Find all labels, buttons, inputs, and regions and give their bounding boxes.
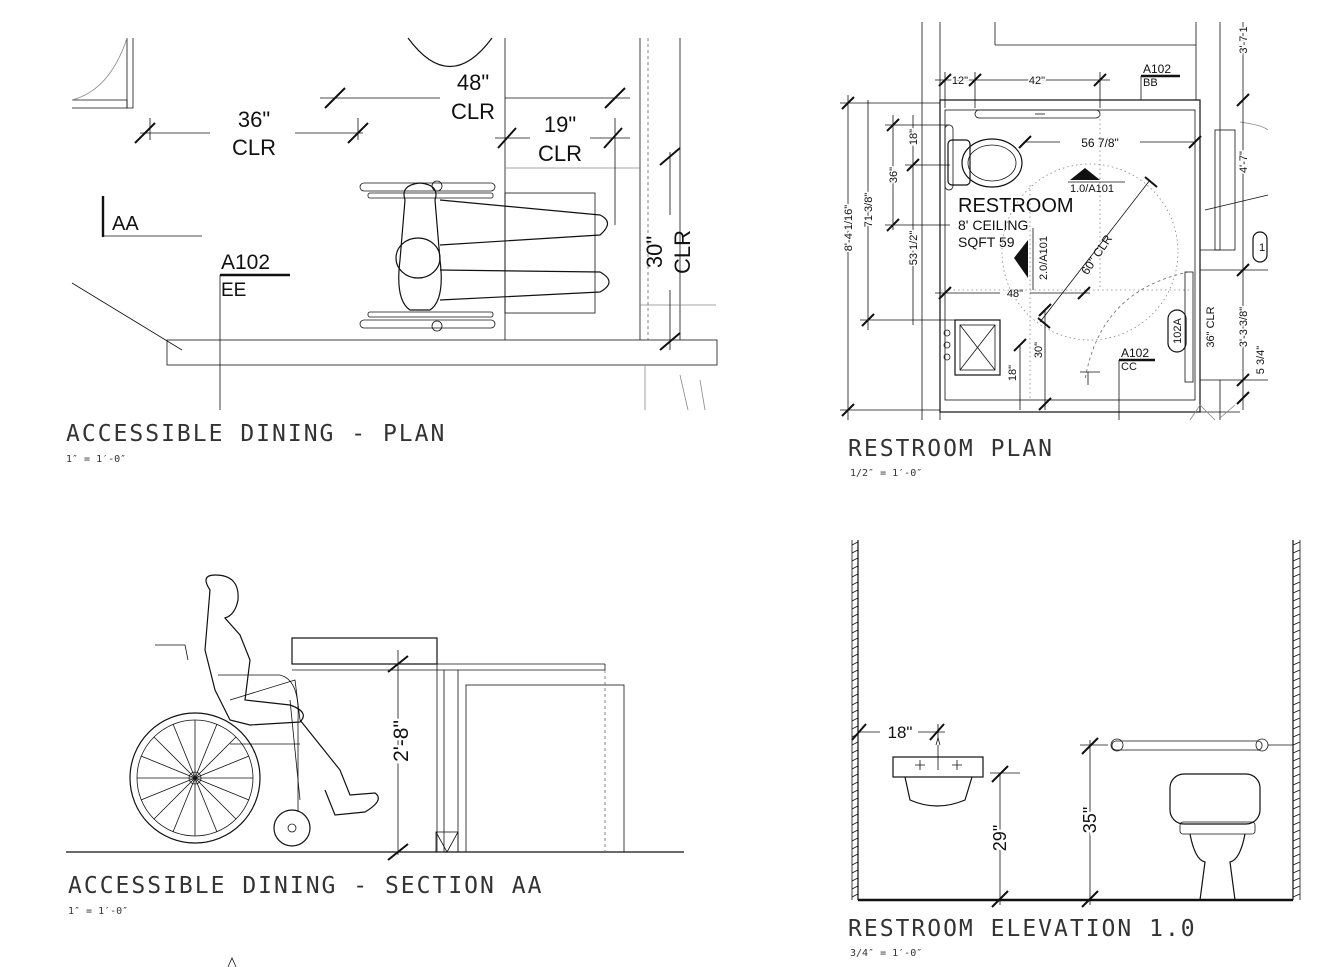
counter [166, 339, 718, 366]
ref-sheet: A102 [221, 251, 270, 274]
section-mark-aa: AA [101, 196, 202, 237]
dim-36-plan: 36" [888, 167, 900, 183]
dim-36clr: 36" CLR [1205, 306, 1217, 347]
grab-bar-rear [974, 109, 1101, 119]
room-name: RESTROOM [958, 195, 1074, 217]
table-top [291, 637, 438, 665]
dim-33: 3'-3 3/8" [1238, 307, 1250, 347]
ref-detail: EE [221, 280, 246, 301]
restroom-plan-scale: 1/2″ = 1′-0″ [850, 468, 922, 479]
dining-section-title: ACCESSIBLE DINING - SECTION AA [68, 873, 543, 899]
dim-36-clr: CLR [232, 135, 276, 160]
dim-84: 8'-4 1/16" [843, 205, 855, 251]
dim-60clr: 60" CLR [1078, 232, 1115, 277]
dim-71: 71 3/8" [863, 193, 875, 228]
dining-plan-title: ACCESSIBLE DINING - PLAN [66, 421, 446, 447]
dim-height: 2'-8" [390, 720, 413, 762]
dim-56: 56 7/8" [1081, 136, 1119, 150]
dim-534: 5 3/4" [1255, 346, 1267, 374]
left-wall-hatch [851, 541, 859, 898]
restroom-elevation-scale: 3/4″ = 1′-0″ [850, 948, 922, 959]
elevation-marker-2 [1070, 168, 1100, 180]
dim-36-label: 36" [238, 107, 270, 132]
door-tag-label: 102A [1172, 317, 1184, 343]
dim-48-label: 48" [457, 70, 489, 95]
section-mark-label: AA [112, 213, 139, 235]
door-swing-icon [1084, 271, 1194, 383]
dim-53: 53 1/2" [908, 231, 920, 266]
elev-ref-1: 2.0/A101 [1038, 236, 1050, 280]
right-wall-hatch [1292, 541, 1301, 898]
dim-30-label: 30" [642, 236, 667, 268]
ref-tag-a102-ee: A102 EE [219, 251, 290, 410]
dim-18a: 18" [908, 129, 920, 145]
dim-30-clr: CLR [670, 230, 695, 274]
dim-37: 3'-7 1 [1238, 26, 1250, 53]
restroom-elevation-title: RESTROOM ELEVATION 1.0 [848, 916, 1197, 942]
dining-section-view: 2'-8" ACCESSIBLE DINING - SECTION AA 1″ … [66, 574, 684, 967]
ref-cc-detail: CC [1121, 361, 1137, 373]
room-sqft: SQFT 59 [958, 234, 1015, 250]
toilet-elevation-icon [1169, 773, 1261, 901]
table-arc [407, 37, 493, 68]
wheelchair-user-elevation-icon [129, 574, 379, 847]
edge-tag-label: 1 [1259, 242, 1265, 254]
dining-section-scale: 1″ = 1′-0″ [68, 906, 128, 917]
dim-47: 4'-7" [1238, 151, 1250, 173]
room-ceiling: 8' CEILING [958, 217, 1028, 233]
dim-18b: 18" [1007, 365, 1019, 381]
restroom-elevation-view: 18" 29" 35" RESTROOM ELEVATION 1.0 3/4″ … [848, 540, 1301, 959]
wheelchair-user-plan-icon [359, 180, 610, 332]
restroom-plan-view: 60" CLR 12" 42" A102 BB 56 7/8" 1.0/A101… [840, 22, 1269, 479]
turning-circle-icon [1001, 163, 1179, 341]
elevation-marker-1 [1014, 240, 1028, 278]
dim-48-plan: 48" [1007, 288, 1023, 300]
dim-48-clr: CLR [451, 99, 495, 124]
dim-19-label: 19" [544, 112, 576, 137]
dining-plan-scale: 1″ = 1′-0″ [66, 454, 126, 465]
ref-bb-sheet: A102 [1143, 62, 1171, 76]
dim-42: 42" [1029, 75, 1045, 87]
dining-plan-view: 36" CLR 48" CLR 19" CLR 30" CLR AA A102 [66, 37, 718, 465]
restroom-walls [939, 99, 1201, 413]
dim-35: 35" [1080, 807, 1100, 833]
ref-cc-sheet: A102 [1121, 346, 1149, 360]
elev-ref-2: 1.0/A101 [1070, 183, 1114, 195]
dim-12: 12" [952, 75, 968, 87]
sink-elevation-icon [892, 736, 984, 807]
ref-bb-detail: BB [1143, 77, 1158, 89]
dim-29: 29" [990, 825, 1010, 851]
door-tag [1167, 309, 1187, 353]
toilet-plan-icon [947, 138, 1023, 188]
dim-30-plan: 30" [1033, 342, 1045, 358]
sink-plan-icon [943, 319, 1001, 376]
restroom-plan-title: RESTROOM PLAN [848, 436, 1054, 462]
dim-19-clr: CLR [538, 141, 582, 166]
dim-18-elev: 18" [888, 723, 913, 742]
grab-bar-elevation-icon [1110, 738, 1293, 752]
